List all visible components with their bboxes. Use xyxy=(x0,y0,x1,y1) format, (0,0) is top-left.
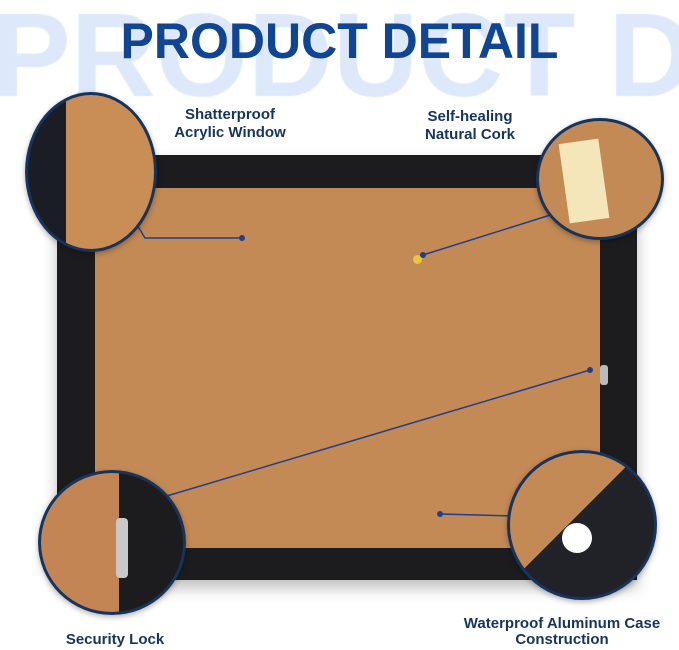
callout-line-cork xyxy=(422,211,561,256)
callout-dot-acrylic xyxy=(239,235,245,241)
acrylic-window-closeup xyxy=(25,92,157,252)
lock-icon xyxy=(600,365,608,385)
feature-label-acrylic: Shatterproof Acrylic Window xyxy=(174,106,286,141)
feature-label-lock: Security Lock xyxy=(65,631,165,648)
key-icon xyxy=(116,518,128,578)
weather-icon xyxy=(562,523,592,553)
callout-dot-cork xyxy=(420,252,426,258)
feature-label-cork: Self-healing Natural Cork xyxy=(424,108,516,143)
push-pin-icon xyxy=(413,255,422,264)
feature-label-case: Waterproof Aluminum Case Construction xyxy=(463,615,661,648)
callout-dot-lock xyxy=(587,367,593,373)
page-title: PRODUCT DETAIL xyxy=(120,13,559,69)
background-watermark xyxy=(0,0,679,100)
callout-line-case xyxy=(439,513,516,517)
note-paper-icon xyxy=(558,138,610,224)
security-lock-closeup xyxy=(38,470,186,615)
callout-dot-case xyxy=(437,511,443,517)
waterproof-case-closeup xyxy=(507,450,657,600)
natural-cork-closeup xyxy=(536,118,664,240)
callout-line-lock xyxy=(159,369,591,499)
